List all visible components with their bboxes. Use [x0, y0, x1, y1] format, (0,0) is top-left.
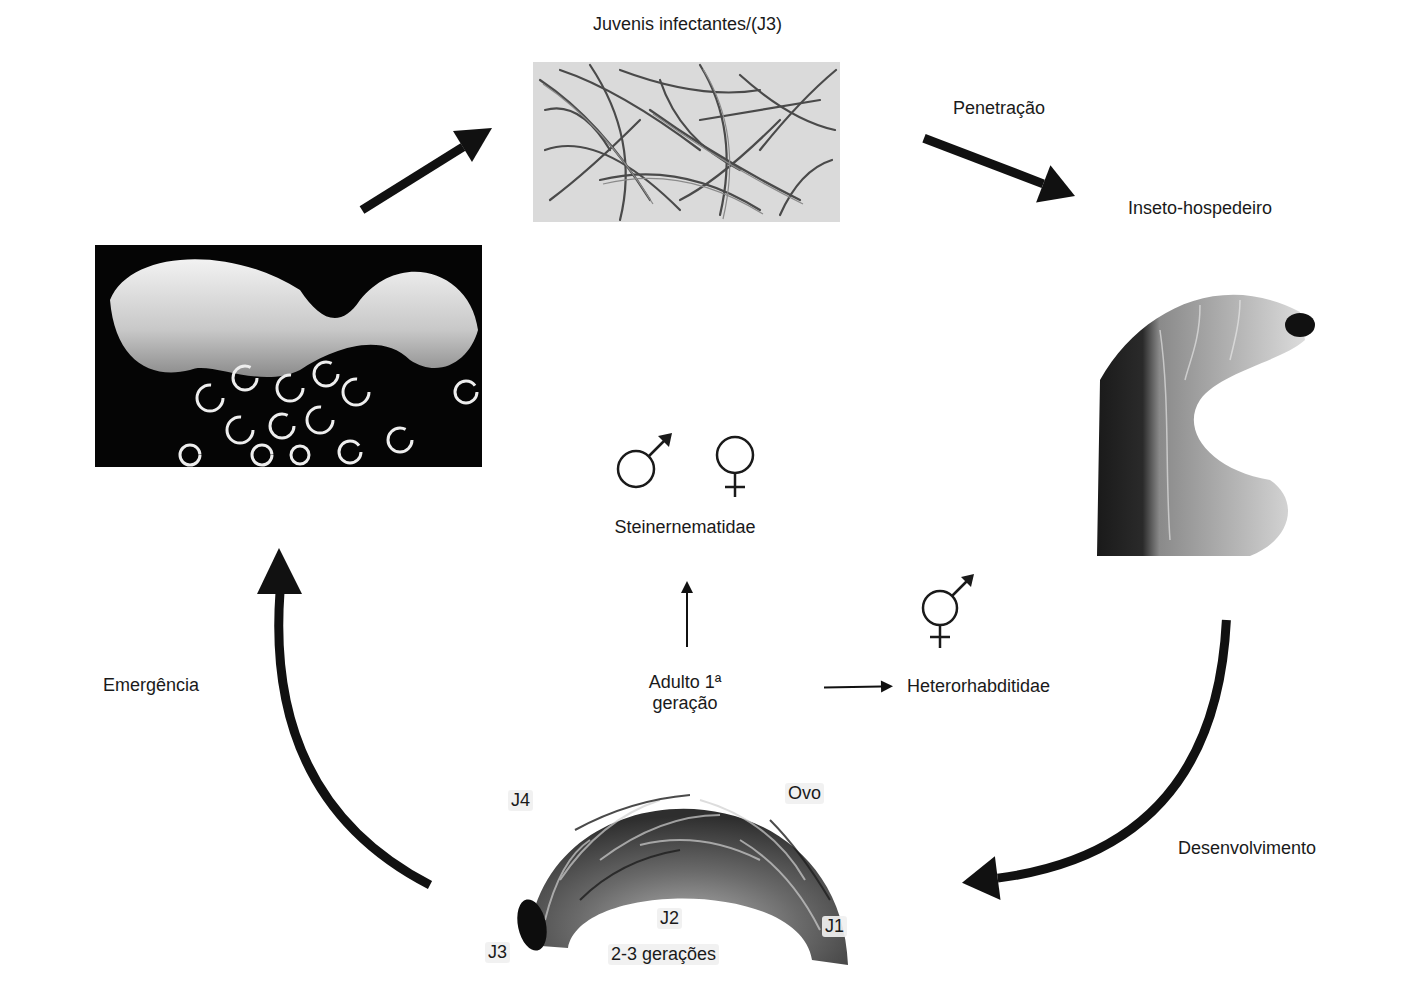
photo-node: Juvenis infectantes/(J3)	[520, 8, 859, 225]
arrow-head	[1036, 165, 1075, 202]
node-text: Heterorhabditidae	[907, 676, 1050, 697]
cycle-arrow	[824, 680, 893, 692]
host-node: Inseto-hospedeiro	[1080, 190, 1324, 620]
sex-symbol-heads	[658, 433, 974, 587]
node-text: Juvenis infectantes/(J3)	[520, 14, 855, 35]
arrow-head	[881, 680, 893, 692]
node-text: Steinernematidae	[590, 517, 780, 538]
node-text: 2-3 gerações	[608, 944, 719, 965]
cycle-arrow	[681, 581, 693, 647]
node-text: Ovo	[785, 783, 824, 804]
family-node: Steinernematidae	[590, 430, 784, 578]
cadaver-larva	[513, 795, 848, 965]
emergence-photo	[95, 245, 482, 467]
node-text: J4	[508, 790, 533, 811]
node-text: Adulto 1ª geração	[618, 672, 752, 714]
family-node: Heterorhabditidae	[895, 580, 1075, 705]
node-text: J1	[822, 916, 847, 937]
arrow-line	[824, 686, 881, 687]
arrow-head	[962, 856, 1001, 900]
edge-label: Penetração	[950, 98, 1048, 119]
cycle-arrow	[924, 138, 1075, 202]
stage-node: Adulto 1ª geração	[618, 650, 756, 725]
arrow-line	[924, 138, 1043, 184]
node-text: J2	[657, 908, 682, 929]
insect-host	[1097, 295, 1315, 556]
arrow-head	[681, 581, 693, 593]
emergence-arrows	[257, 128, 492, 885]
node-text: J3	[485, 942, 510, 963]
sex-symbols	[618, 437, 969, 648]
arrow-line	[686, 593, 688, 647]
edge-label: Desenvolvimento	[1175, 838, 1319, 859]
stage-label: Emergência	[100, 675, 202, 696]
juveniles-photo	[533, 62, 840, 222]
node-text: Inseto-hospedeiro	[1080, 198, 1320, 219]
larva-node: J4 OvoJ2 J1J3 2-3 gerações	[478, 770, 962, 975]
